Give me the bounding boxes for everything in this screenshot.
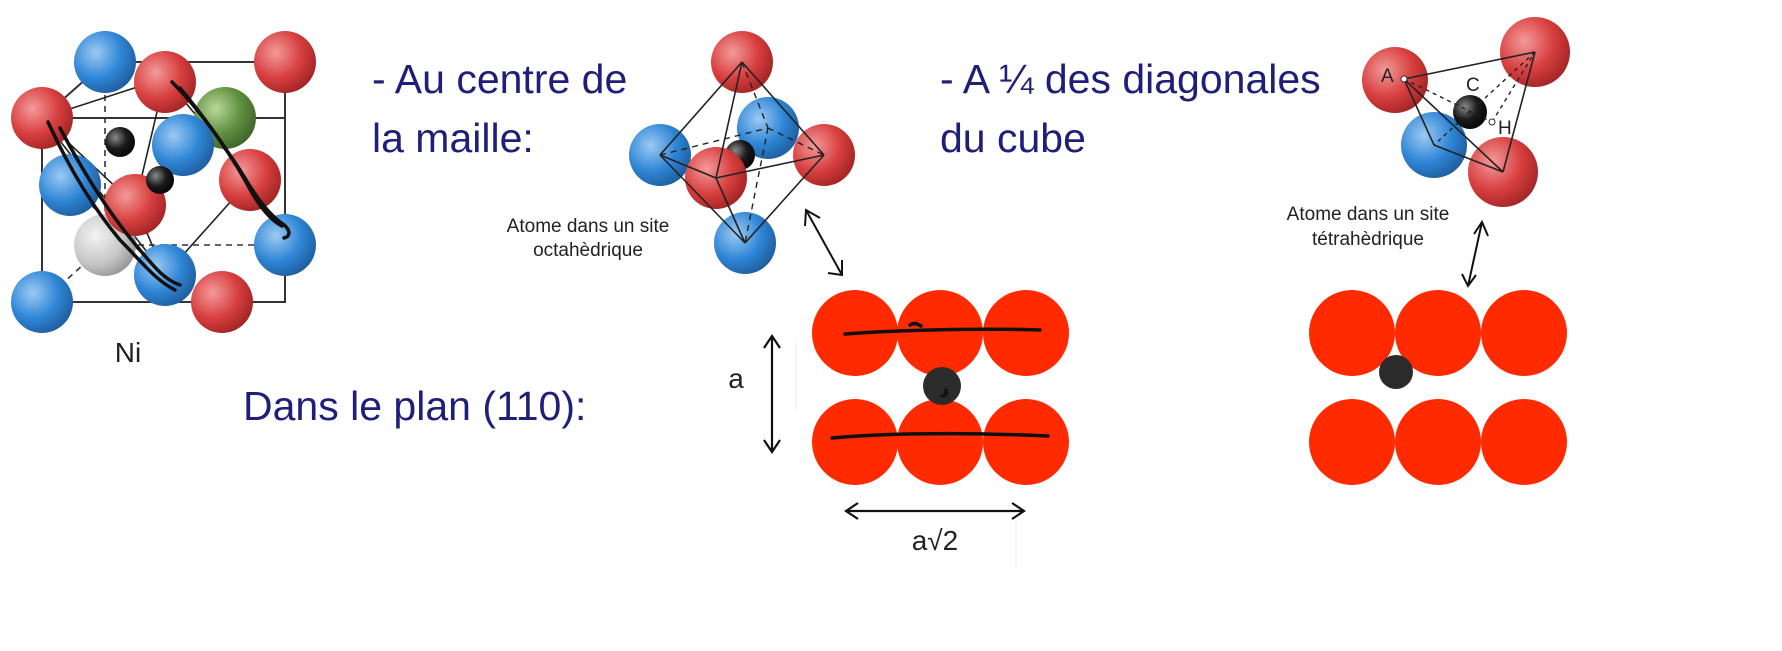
width-label: a√2 [912, 525, 959, 556]
octa-caption-line1: Atome dans un site [507, 216, 670, 237]
atom-red [219, 149, 281, 211]
double-arrow-icon [1461, 219, 1489, 288]
plane-atom [1395, 290, 1481, 376]
plane-title: Dans le plan (110): [243, 383, 586, 429]
interstitial-atom [105, 127, 135, 157]
tetra-caption-line1: Atome dans un site [1287, 204, 1450, 225]
octahedral-site-model [629, 31, 855, 274]
plane-110-octahedral: a a√2 [728, 290, 1069, 570]
plane-atom [1309, 290, 1395, 376]
atom-blue [39, 154, 101, 216]
interstitial-atom [146, 166, 174, 194]
atom-blue [254, 214, 316, 276]
octahedron-hidden-edges [659, 61, 825, 244]
atom-blue [11, 271, 73, 333]
height-label: a [728, 363, 744, 394]
tetra-label-c: C [1466, 75, 1480, 96]
plane-atom [983, 290, 1069, 376]
tetra-heading-line1: - A ¼ des diagonales [940, 56, 1321, 102]
atom-red [134, 51, 196, 113]
tetra-heading-line2: du cube [940, 115, 1086, 161]
plane-110-tetrahedral [1309, 290, 1567, 485]
width-arrow-icon [844, 502, 1026, 520]
plane-atom [983, 399, 1069, 485]
interstitial-atom [923, 367, 961, 405]
height-arrow-icon [763, 334, 781, 454]
octa-heading-line1: - Au centre de [372, 56, 627, 102]
handwritten-strokes [46, 80, 291, 292]
tetra-label-h: H [1498, 118, 1512, 139]
atom-blue [152, 114, 214, 176]
atom-red [254, 31, 316, 93]
plane-atom [1395, 399, 1481, 485]
tetra-caption-line2: tétrahèdrique [1312, 229, 1424, 250]
vertex-marker [1400, 75, 1408, 83]
plane-atom [1309, 399, 1395, 485]
crystal-label: Ni [115, 337, 141, 368]
atom-blue [74, 31, 136, 93]
interstitial-atom [1379, 355, 1413, 389]
plane-atom [1481, 399, 1567, 485]
tetrahedron-edges [1403, 51, 1536, 173]
octahedron-edges [659, 61, 825, 244]
atom-red [11, 87, 73, 149]
fcc-crystal-structure: Ni [11, 31, 316, 368]
vertex-marker [1488, 118, 1496, 126]
tetrahedral-site-model: A C H [1362, 17, 1570, 207]
tetra-label-a: A [1381, 66, 1394, 87]
atom-red [191, 271, 253, 333]
plane-atom [897, 290, 983, 376]
plane-atom [812, 399, 898, 485]
plane-atom [897, 399, 983, 485]
double-arrow-icon [804, 208, 843, 277]
handwritten-strokes [830, 321, 1050, 440]
plane-atom [1481, 290, 1567, 376]
octa-heading-line2: la maille: [372, 115, 534, 161]
tetrahedron-hidden-edges [1403, 51, 1536, 146]
atom-red [1362, 47, 1428, 113]
octa-caption-line2: octahèdrique [533, 240, 643, 261]
